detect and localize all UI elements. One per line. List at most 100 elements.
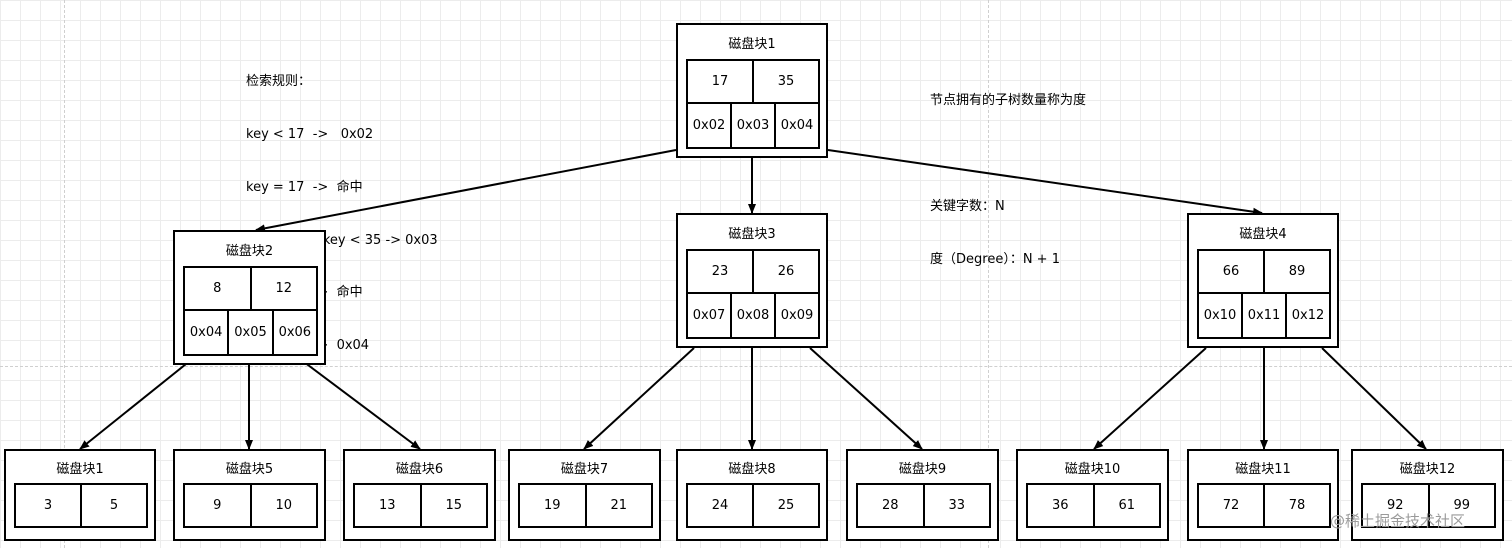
pointer-cell: 0x05	[227, 311, 271, 354]
key-cell: 25	[752, 485, 818, 526]
key-cell: 99	[1427, 485, 1495, 526]
pointer-cell: 0x04	[774, 104, 818, 147]
pointer-cell: 0x07	[692, 308, 726, 323]
search-rules-title: 检索规则：	[246, 74, 312, 90]
key-cell: 28	[881, 498, 899, 513]
tree-node-root: 磁盘块1 17 35 0x02 0x03 0x04	[676, 23, 828, 158]
edge-root-to-block4	[827, 149, 1263, 216]
pointer-cell: 0x04	[189, 325, 223, 340]
node-title: 磁盘块3	[728, 227, 776, 242]
tree-leaf-node: 磁盘块9 28 33	[846, 449, 999, 541]
edge-block2-to-leaf1	[79, 355, 197, 450]
pointer-cell: 0x09	[774, 294, 818, 337]
key-row: 9 10	[183, 483, 318, 528]
key-count-label: 关键字数：N	[930, 198, 1005, 214]
key-cell: 23	[711, 264, 729, 279]
degree-label: 度（Degree）：N + 1	[930, 251, 1060, 267]
pointer-row: 0x04 0x05 0x06	[183, 309, 318, 356]
pointer-row: 0x07 0x08 0x09	[686, 292, 820, 339]
pointer-row: 0x02 0x03 0x04	[686, 102, 820, 149]
tree-leaf-node: 磁盘块11 72 78	[1187, 449, 1339, 541]
key-cell: 13	[378, 498, 396, 513]
key-cell: 24	[711, 498, 729, 513]
key-cell: 5	[80, 485, 146, 526]
tree-node-block2: 磁盘块2 8 12 0x04 0x05 0x06	[173, 230, 326, 365]
key-cell: 61	[1092, 485, 1160, 526]
node-title: 磁盘块9	[898, 462, 947, 477]
key-row: 23 26	[686, 249, 820, 294]
pointer-cell: 0x02	[692, 118, 726, 133]
pointer-cell: 0x12	[1285, 294, 1329, 337]
node-title: 磁盘块1	[728, 37, 776, 52]
key-row: 17 35	[686, 59, 820, 104]
key-row: 36 61	[1026, 483, 1161, 528]
node-title: 磁盘块4	[1239, 227, 1287, 242]
node-title: 磁盘块2	[225, 244, 274, 259]
key-cell: 35	[752, 61, 818, 102]
edge-block2-to-leaf6	[295, 355, 421, 450]
key-cell: 92	[1386, 498, 1404, 513]
edge-block3-to-leaf9	[809, 347, 923, 450]
key-cell: 33	[922, 485, 990, 526]
node-title: 磁盘块10	[1064, 462, 1121, 477]
node-title: 磁盘块11	[1235, 462, 1291, 477]
key-row: 28 33	[856, 483, 991, 528]
key-cell: 9	[213, 498, 222, 513]
tree-leaf-node: 磁盘块8 24 25	[676, 449, 828, 541]
page-guide-horizontal	[0, 366, 1512, 367]
key-cell: 15	[419, 485, 487, 526]
pointer-cell: 0x06	[271, 311, 316, 354]
node-title: 磁盘块1	[56, 462, 104, 477]
key-row: 92 99	[1361, 483, 1496, 528]
key-cell: 3	[43, 498, 53, 513]
key-cell: 78	[1263, 485, 1329, 526]
tree-node-block3: 磁盘块3 23 26 0x07 0x08 0x09	[676, 213, 828, 348]
pointer-cell: 0x03	[730, 104, 774, 147]
pointer-cell: 0x10	[1203, 308, 1237, 323]
edge-root-to-block2	[255, 149, 677, 233]
key-cell: 89	[1263, 251, 1329, 292]
key-row: 8 12	[183, 266, 318, 311]
key-row: 72 78	[1197, 483, 1331, 528]
key-cell: 10	[249, 485, 317, 526]
key-row: 24 25	[686, 483, 820, 528]
key-cell: 21	[584, 485, 652, 526]
key-cell: 8	[213, 281, 222, 296]
key-cell: 26	[752, 251, 818, 292]
key-cell: 19	[543, 498, 561, 513]
search-rule-line: key < 17 -> 0x02	[246, 126, 374, 142]
node-title: 磁盘块7	[560, 462, 609, 477]
key-row: 13 15	[353, 483, 488, 528]
pointer-cell: 0x11	[1241, 294, 1285, 337]
edge-block4-to-leaf10	[1093, 347, 1207, 450]
key-cell: 12	[249, 268, 317, 309]
degree-definition: 节点拥有的子树数量称为度	[930, 93, 1087, 109]
edge-block3-to-leaf7	[583, 347, 695, 450]
key-cell: 36	[1051, 498, 1069, 513]
tree-leaf-node: 磁盘块1 3 5	[4, 449, 156, 541]
page-guide-vertical	[64, 0, 65, 548]
search-rule-line: key = 17 -> 命中	[246, 179, 363, 195]
tree-leaf-node: 磁盘块5 9 10	[173, 449, 326, 541]
node-title: 磁盘块8	[728, 462, 776, 477]
key-row: 66 89	[1197, 249, 1331, 294]
key-cell: 66	[1222, 264, 1240, 279]
edge-block4-to-leaf12	[1321, 347, 1427, 450]
node-title: 磁盘块5	[225, 462, 274, 477]
key-row: 3 5	[14, 483, 148, 528]
degree-note: 节点拥有的子树数量称为度 关键字数：N 度（Degree）：N + 1	[930, 57, 1086, 286]
page-guide-vertical	[988, 0, 989, 548]
watermark: @稀土掘金技术社区	[1330, 512, 1466, 530]
key-cell: 17	[711, 74, 729, 89]
tree-leaf-node: 磁盘块7 19 21	[508, 449, 661, 541]
pointer-cell: 0x08	[730, 294, 774, 337]
tree-leaf-node: 磁盘块12 92 99	[1351, 449, 1504, 541]
pointer-row: 0x10 0x11 0x12	[1197, 292, 1331, 339]
key-cell: 72	[1222, 498, 1240, 513]
node-title: 磁盘块6	[395, 462, 444, 477]
tree-node-block4: 磁盘块4 66 89 0x10 0x11 0x12	[1187, 213, 1339, 348]
node-title: 磁盘块12	[1399, 462, 1456, 477]
tree-leaf-node: 磁盘块10 36 61	[1016, 449, 1169, 541]
key-row: 19 21	[518, 483, 653, 528]
